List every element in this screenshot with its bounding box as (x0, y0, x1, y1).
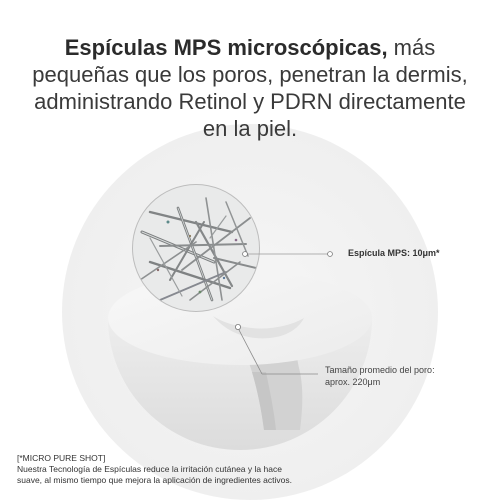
spicule-callout (242, 251, 333, 257)
footnote: [*MICRO PURE SHOT] Nuestra Tecnología de… (17, 453, 487, 486)
spicule-size-label: Espícula MPS: 10μm* (348, 248, 440, 258)
headline-bold: Espículas MPS microscópicas, (64, 35, 388, 60)
magnified-spicules (132, 184, 260, 312)
pore-size-label: Tamaño promedio del poro: aprox. 220μm (325, 364, 435, 388)
pore-size-label-line2: aprox. 220μm (325, 377, 381, 387)
footnote-title: [*MICRO PURE SHOT] (17, 453, 106, 463)
footnote-line2: suave, al mismo tiempo que mejora la apl… (17, 475, 292, 485)
pore-callout (234, 323, 318, 375)
pore-size-label-line1: Tamaño promedio del poro: (325, 365, 435, 375)
headline: Espículas MPS microscópicas, más pequeña… (20, 34, 480, 142)
pore-opening (213, 316, 304, 339)
headline-regular: más pequeñas que los poros, penetran la … (32, 35, 468, 141)
footnote-line1: Nuestra Tecnología de Espículas reduce l… (17, 464, 282, 474)
